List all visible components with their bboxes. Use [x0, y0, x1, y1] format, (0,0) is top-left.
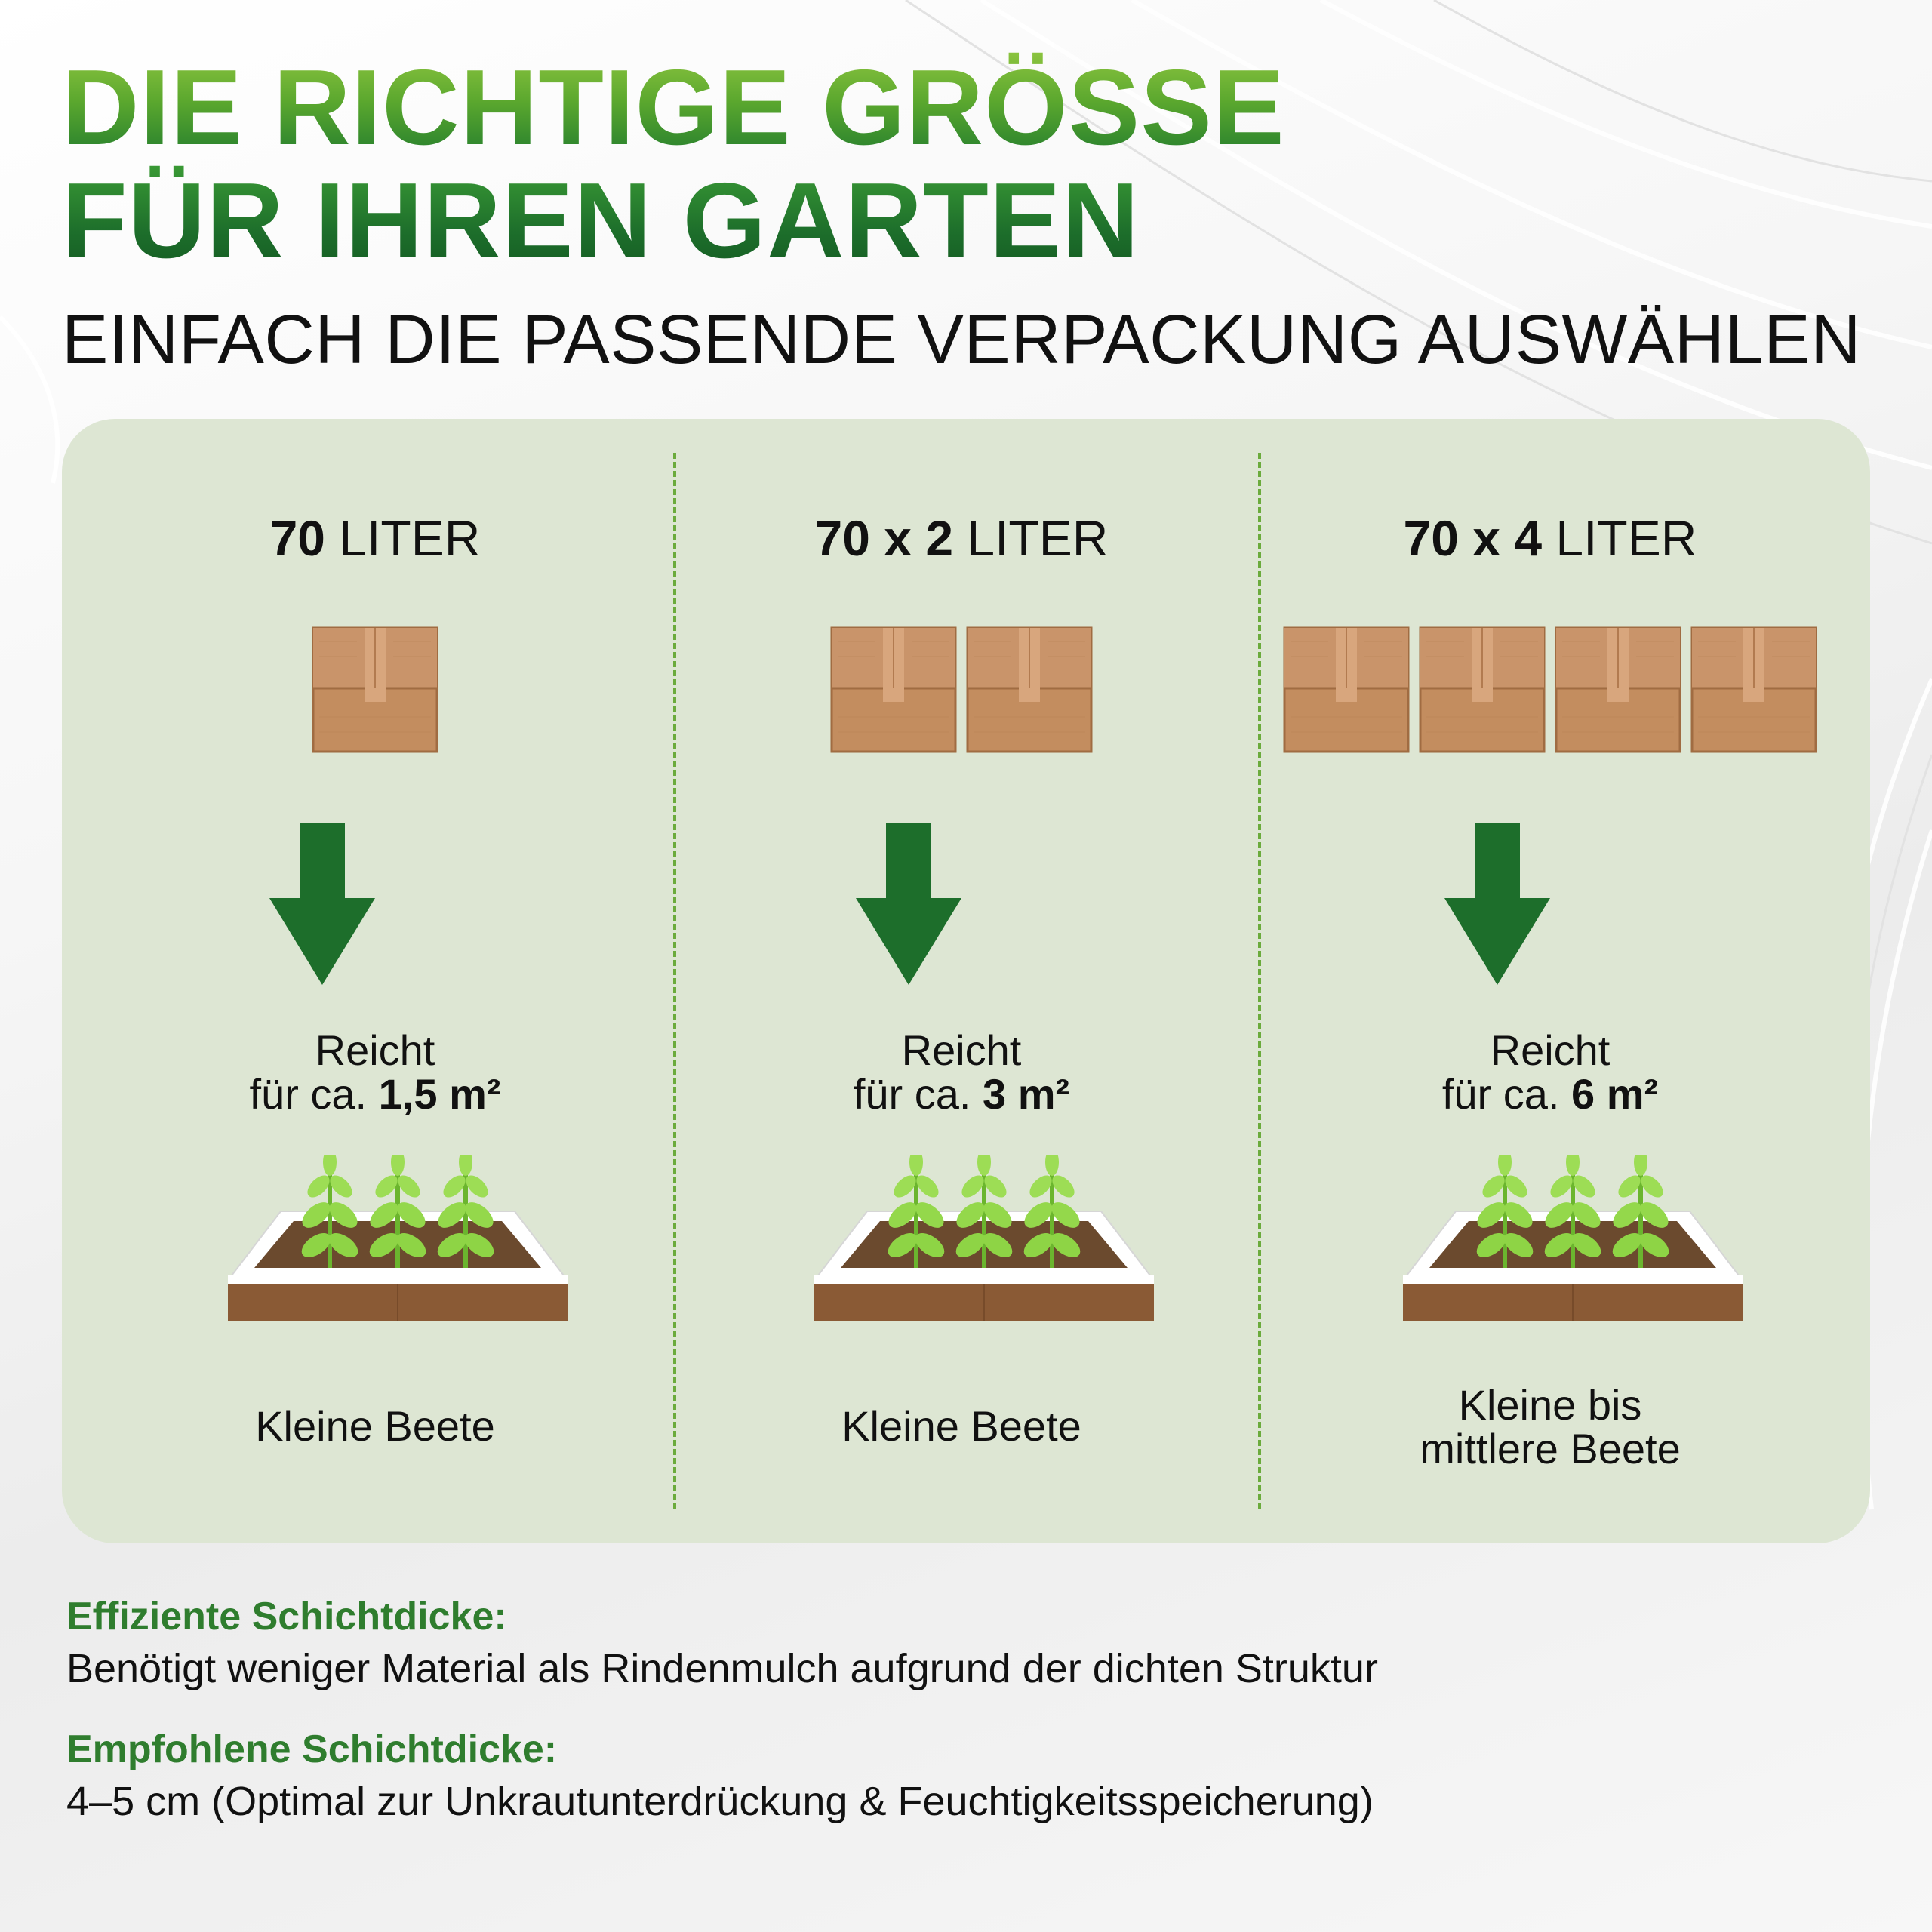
box-group	[1256, 626, 1844, 753]
info-heading: Empfohlene Schichtdicke:	[66, 1727, 558, 1771]
cardboard-box-icon	[830, 626, 957, 753]
page-title-line1: DIE RICHTIGE GRÖSSE	[62, 48, 1285, 168]
down-arrow-icon	[856, 823, 961, 985]
package-size-label: 70 x 4 LITER	[1403, 510, 1697, 566]
box-group	[667, 626, 1256, 753]
raised-garden-bed-icon	[224, 1155, 571, 1347]
box-group	[81, 626, 669, 753]
coverage-text: Reicht für ca. 1,5 m²	[249, 1026, 501, 1118]
down-arrow-icon	[1444, 823, 1550, 985]
cardboard-box-icon	[966, 626, 1093, 753]
column-divider	[673, 453, 676, 1509]
page-subtitle: EINFACH DIE PASSENDE VERPACKUNG AUSWÄHLE…	[62, 301, 1862, 378]
down-arrow-icon	[269, 823, 375, 985]
cardboard-box-icon	[1555, 626, 1681, 753]
package-option-70x2l: 70 x 2 LITER Reicht für ca. 3 m² Kleine …	[667, 419, 1256, 1543]
package-option-70l: 70 LITER Reicht für ca. 1,5 m² Kleine Be…	[81, 419, 669, 1543]
package-option-70x4l: 70 x 4 LITER Reicht für ca. 6 m² Kleine …	[1256, 419, 1844, 1543]
info-text: Benötigt weniger Material als Rindenmulc…	[66, 1646, 1378, 1691]
cardboard-box-icon	[1690, 626, 1817, 753]
raised-garden-bed-icon	[1399, 1155, 1746, 1347]
column-divider	[1258, 453, 1261, 1509]
cardboard-box-icon	[1283, 626, 1410, 753]
bed-size-label: Kleine bis mittlere Beete	[1420, 1381, 1681, 1472]
bed-size-label: Kleine Beete	[841, 1402, 1081, 1450]
size-comparison-panel: 70 LITER Reicht für ca. 1,5 m² Kleine Be…	[62, 419, 1870, 1543]
cardboard-box-icon	[312, 626, 438, 753]
header: DIE RICHTIGE GRÖSSE FÜR IHREN GARTEN	[62, 51, 1285, 278]
cardboard-box-icon	[1419, 626, 1546, 753]
info-recommended-thickness: Empfohlene Schichtdicke: 4–5 cm (Optimal…	[66, 1727, 1374, 1825]
page-title-line2: FÜR IHREN GARTEN	[62, 165, 1285, 278]
raised-garden-bed-icon	[811, 1155, 1158, 1347]
coverage-text: Reicht für ca. 3 m²	[853, 1026, 1070, 1118]
package-size-label: 70 x 2 LITER	[814, 510, 1109, 566]
info-heading: Effiziente Schichtdicke:	[66, 1595, 507, 1638]
package-size-label: 70 LITER	[269, 510, 481, 566]
bed-size-label: Kleine Beete	[255, 1402, 495, 1450]
info-efficient-thickness: Effiziente Schichtdicke: Benötigt wenige…	[66, 1594, 1378, 1692]
coverage-text: Reicht für ca. 6 m²	[1441, 1026, 1659, 1118]
info-text: 4–5 cm (Optimal zur Unkrautunterdrückung…	[66, 1779, 1374, 1824]
